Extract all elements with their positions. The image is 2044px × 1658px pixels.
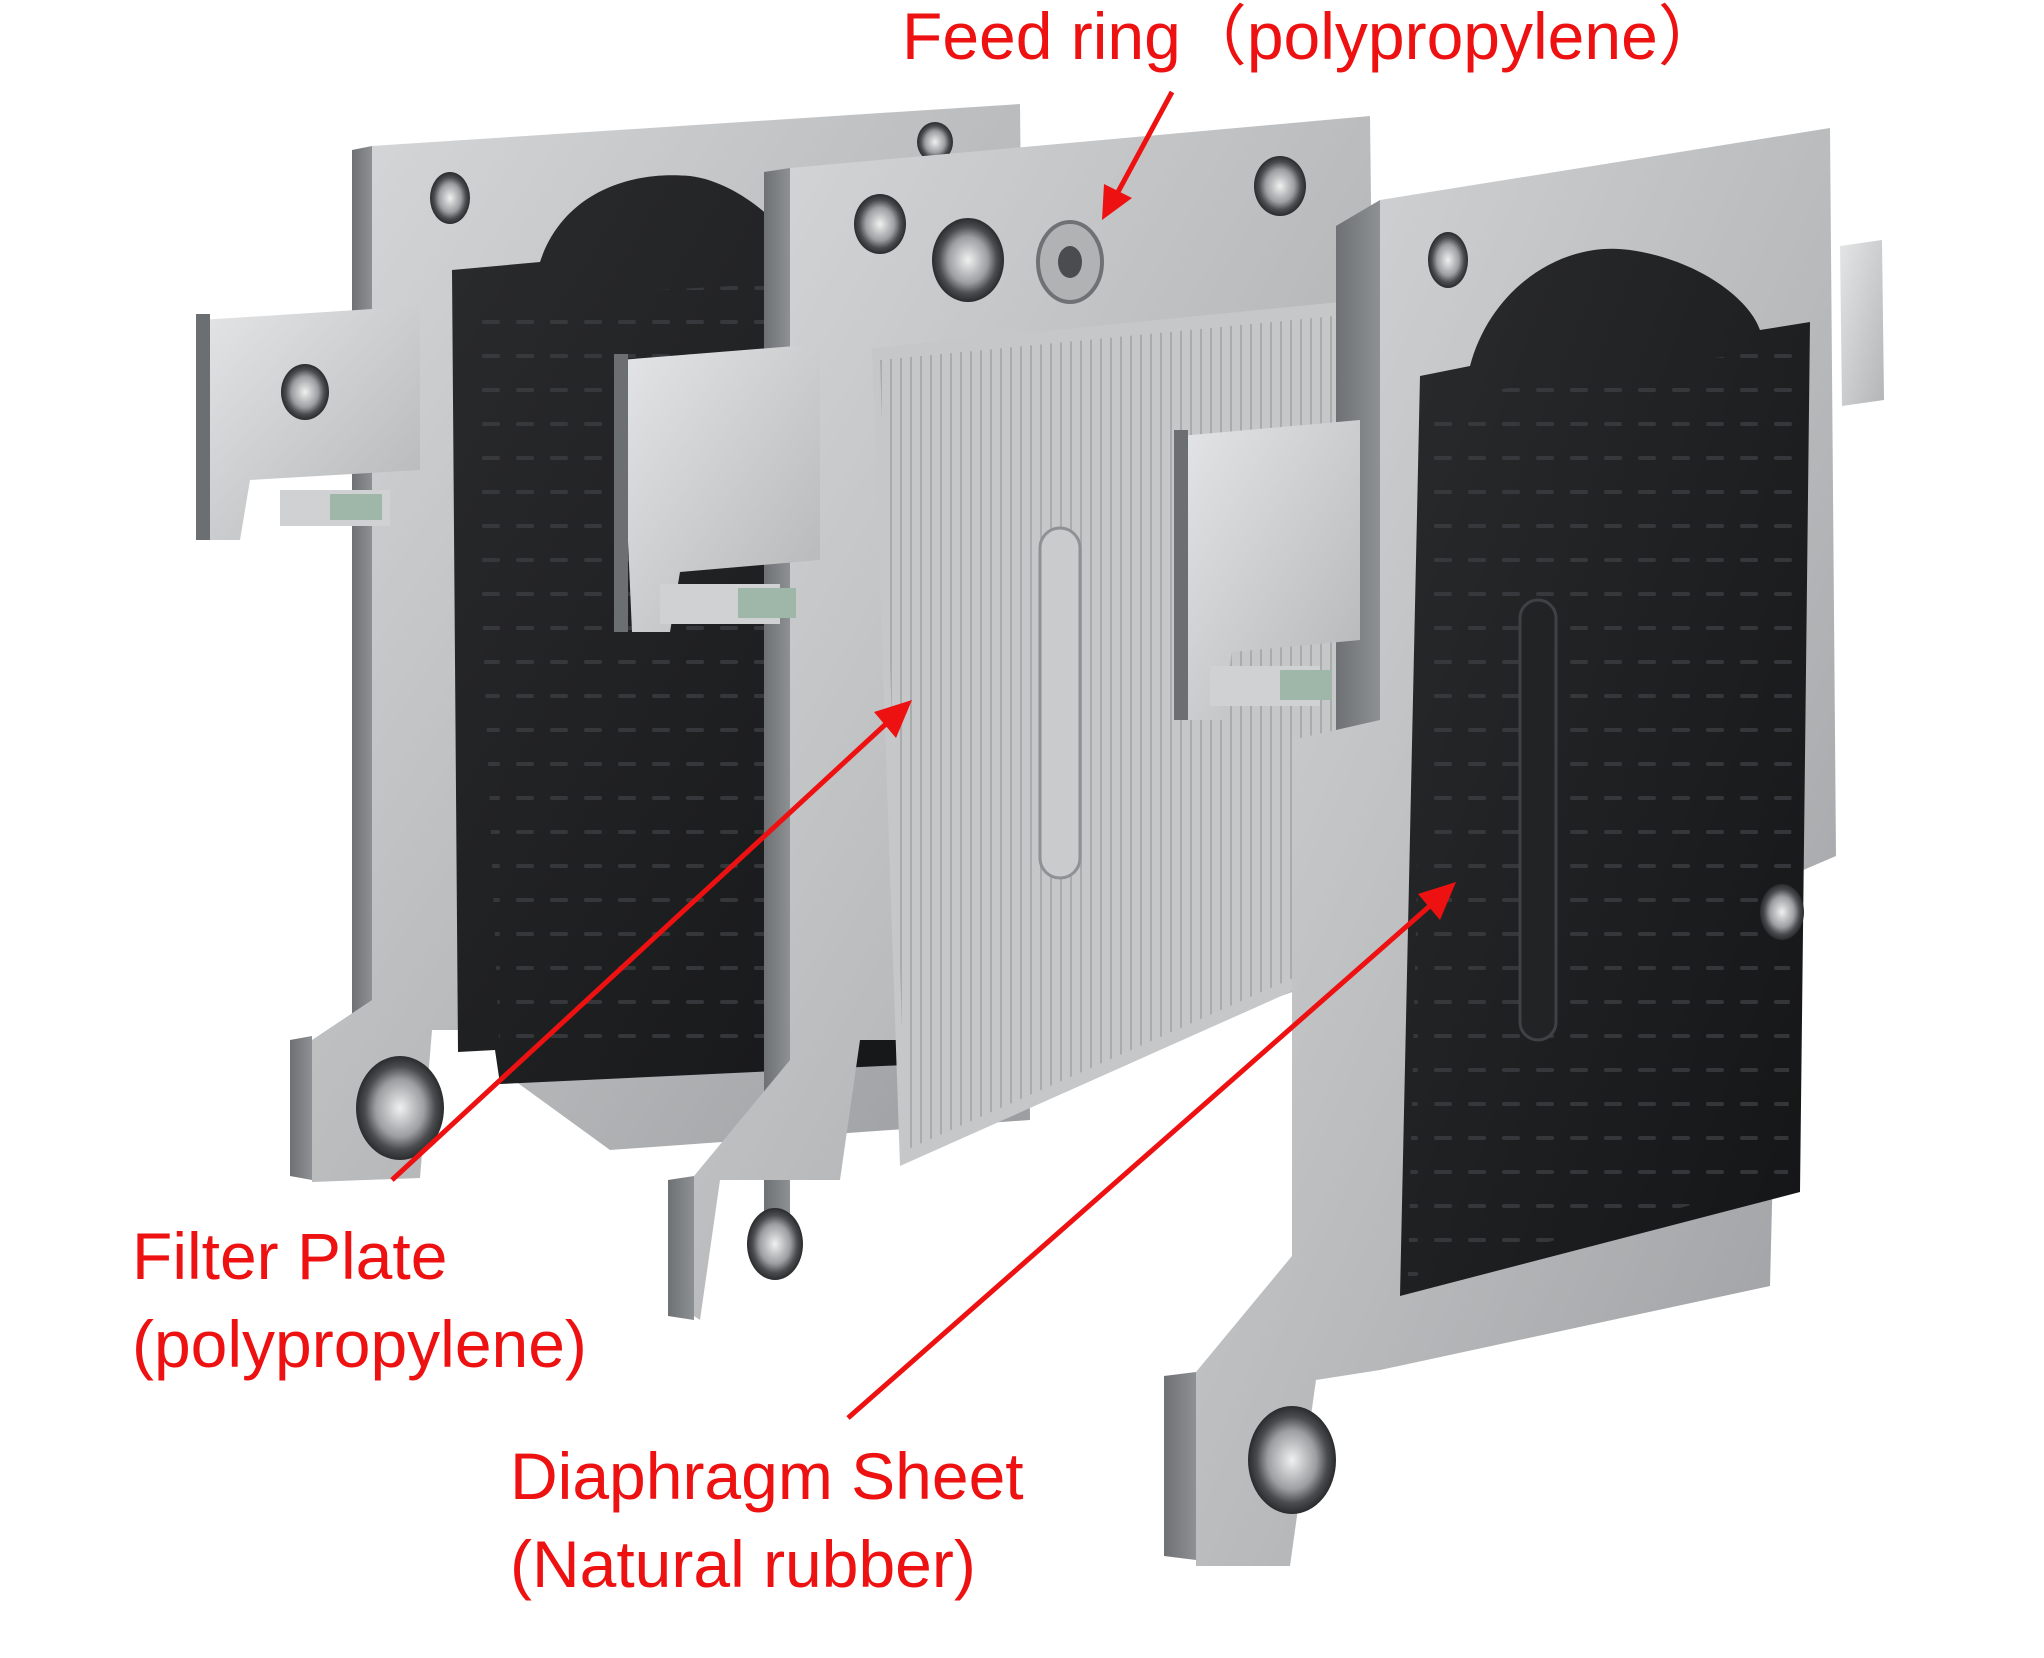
diaphragm-sheet-label-line1: Diaphragm Sheet <box>510 1439 1024 1513</box>
middle-filter-plate <box>614 116 1380 1320</box>
diaphragm-sheet-arrow <box>846 882 1456 1420</box>
front-diaphragm-plate <box>1164 128 1884 1566</box>
filter-plate-label-line2: (polypropylene) <box>132 1307 587 1381</box>
feed-ring-label: Feed ring（polypropylene） <box>902 0 1724 80</box>
filter-plate-arrow <box>390 700 912 1182</box>
feed-ring-arrow <box>1102 90 1175 220</box>
diaphragm-sheet-label: Diaphragm Sheet (Natural rubber) <box>510 1432 1024 1608</box>
feed-ring-label-line1: Feed ring（polypropylene） <box>902 0 1724 73</box>
feed-ring <box>1036 220 1104 304</box>
filter-plate-label: Filter Plate (polypropylene) <box>132 1212 587 1388</box>
diaphragm-sheet-label-line2: (Natural rubber) <box>510 1527 976 1601</box>
filter-plate-label-line1: Filter Plate <box>132 1219 448 1293</box>
callout-arrows <box>390 90 1456 1420</box>
